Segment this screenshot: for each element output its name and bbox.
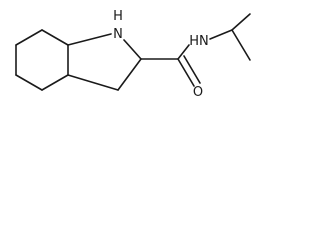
bond-c4-c3a <box>41 74 69 91</box>
amide-nh-label: HN <box>189 34 209 49</box>
isopropyl-group <box>209 13 251 61</box>
ring-nitrogen-label: N <box>113 27 123 42</box>
bond-c7-c6 <box>15 29 43 46</box>
skeletal-structure-diagram: H N HN O <box>15 9 251 100</box>
bond-ch-methyl-bottom <box>231 29 251 61</box>
carbonyl-oxygen-label: O <box>193 85 203 100</box>
bond-carbonyl-oxygen-1 <box>177 58 195 87</box>
bond-n1-c2 <box>123 39 142 60</box>
bond-c7a-c7 <box>41 29 69 46</box>
cyclohexane-ring <box>15 29 69 91</box>
bond-c5-c4 <box>15 74 43 91</box>
bond-ch-methyl-top <box>231 13 251 31</box>
ring-nitrogen-h-label: H <box>113 9 123 24</box>
bond-c3-c3a <box>67 74 119 91</box>
bond-carbonyl-nh <box>177 44 190 60</box>
bond-carbonyl-oxygen-2 <box>183 55 201 84</box>
bond-c7a-n1 <box>67 33 112 46</box>
pyrrolidine-ring <box>67 33 142 91</box>
bond-nh-ch <box>209 29 233 40</box>
bond-c2-c3 <box>117 58 142 91</box>
carboxamide-group <box>140 44 201 87</box>
